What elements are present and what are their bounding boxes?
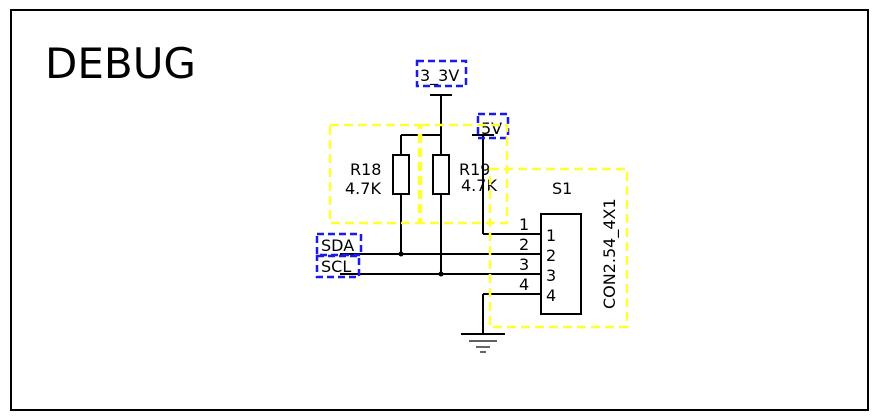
power-3v3-label: 3_3V <box>420 66 459 86</box>
ground-symbol <box>461 293 541 353</box>
net-highlight-scl <box>315 254 361 279</box>
pin-number-outer-2: 2 <box>519 235 529 254</box>
r19-ref: R19 <box>459 160 490 179</box>
pin-label-inner-1: 1 <box>546 226 556 245</box>
resistor-r18 <box>392 135 410 254</box>
r19-value: 4.7K <box>461 176 497 195</box>
pin-label-inner-2: 2 <box>546 246 556 265</box>
pin-number-outer-4: 4 <box>519 275 529 294</box>
pin-label-inner-3: 3 <box>546 266 556 285</box>
highlight-r18 <box>328 123 421 225</box>
connector-s1-body <box>540 213 582 315</box>
net-highlight-5v <box>476 112 510 140</box>
s1-part-label: CON2.54_4X1 <box>600 198 620 309</box>
sda-junction <box>398 251 404 257</box>
s1-ref: S1 <box>552 179 572 198</box>
highlight-r19 <box>419 123 509 225</box>
power-5v-symbol <box>472 134 541 235</box>
resistor-r19 <box>432 135 450 274</box>
power-5v-label: 5V <box>481 119 502 138</box>
scl-junction <box>438 271 444 277</box>
pin-number-outer-3: 3 <box>519 255 529 274</box>
r18-value: 4.7K <box>345 179 381 198</box>
power-3v3-symbol <box>430 94 452 135</box>
pin-number-outer-1: 1 <box>519 215 529 234</box>
net-highlight-sda <box>315 232 363 257</box>
sheet-title: DEBUG <box>45 39 196 88</box>
pin-label-inner-4: 4 <box>546 286 556 305</box>
highlight-s1 <box>488 167 629 329</box>
net-highlight-3v3 <box>415 59 468 88</box>
scl-net-label: SCL <box>321 257 351 276</box>
sheet-border <box>10 9 869 411</box>
sda-net-label: SDA <box>321 236 354 255</box>
r18-ref: R18 <box>350 160 381 179</box>
